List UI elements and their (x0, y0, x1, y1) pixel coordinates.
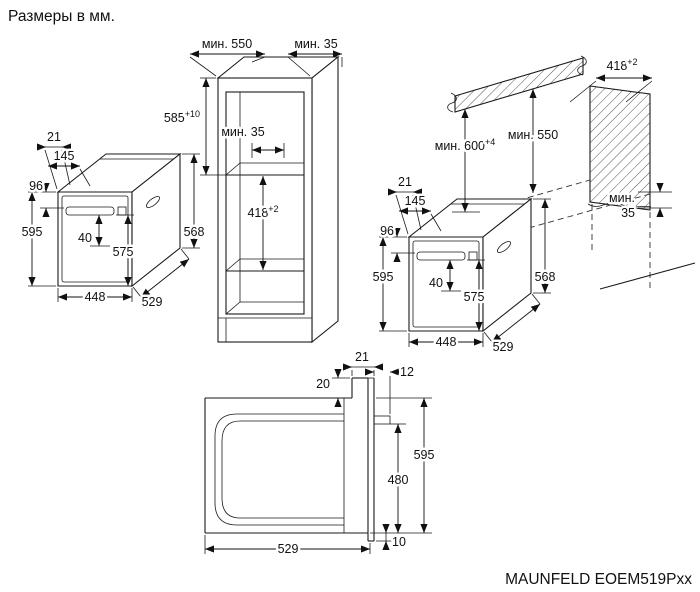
dim-side-front-height: 480 (385, 423, 411, 533)
side-view-diagram: 21 12 20 595 480 529 (204, 348, 437, 559)
dim-niche-height: 585+10 (161, 77, 226, 176)
side-bottom-gap-label: 10 (392, 535, 406, 549)
side-depth-label: 529 (278, 542, 299, 556)
dim-cabinet-top-gap-min: мин. 35 (287, 35, 343, 77)
cabinet-depth-min-label: мин. 550 (202, 37, 252, 51)
side-handle (373, 415, 391, 425)
counter-niche-height-label: мин. 600+4 (435, 137, 496, 153)
dim-side-depth: 529 (204, 535, 371, 559)
dim-cabinet-depth-min: мин. 550 (189, 35, 266, 77)
side-front-height-label: 480 (388, 473, 409, 487)
tall-cabinet-diagram: мин. 550 мин. 35 585+10 мин. 35 418+2 (161, 35, 343, 344)
dim-lower-niche-height: 418+2 (245, 176, 281, 270)
worktop-section (454, 57, 584, 113)
under-counter-dimensions: 418+2 мин. 600+4 мин. 550 мин. 35 (432, 55, 672, 223)
dim-side-handle-depth: 12 (365, 363, 416, 414)
counter-back-gap-label-2: 35 (621, 206, 635, 220)
dim-counter-back-gap: мин. 35 (607, 183, 672, 223)
lower-niche-height-label: 418+2 (247, 204, 278, 220)
dim-counter-niche-width: 418+2 (569, 55, 653, 103)
break-line-panel (587, 202, 652, 208)
niche-height-label: 585+10 (164, 109, 200, 125)
counter-depth-min-label: мин. 550 (508, 128, 558, 142)
dim-side-height: 595 (370, 397, 437, 534)
dim-side-top-clearance: 20 (314, 369, 350, 407)
cavity-outline (214, 413, 344, 526)
model-label: MAUNFELD EOEM519Pxx (505, 571, 692, 588)
dim-side-door-offset: 21 (343, 348, 383, 376)
under-counter-diagram (447, 55, 696, 290)
side-height-label: 595 (414, 448, 435, 462)
cabinet-top-gap-label: мин. 35 (294, 37, 337, 51)
oven-isometric-left (22, 130, 205, 309)
oven-isometric-right (373, 175, 556, 354)
niche-back-gap-label: мин. 35 (221, 125, 264, 139)
side-panel-section (589, 85, 651, 211)
floor-edge (599, 262, 696, 290)
counter-back-gap-label-1: мин. (609, 191, 635, 205)
dim-counter-niche-height: мин. 600+4 (432, 109, 498, 213)
cabinet-side-face (311, 55, 339, 344)
dim-niche-back-gap: мин. 35 (219, 123, 285, 158)
side-handle-depth-label: 12 (400, 365, 414, 379)
break-line-left (447, 92, 457, 113)
counter-niche-width-label: 418+2 (606, 57, 637, 73)
page-title: Размеры в мм. (8, 8, 115, 25)
dim-counter-depth-min: мин. 550 (505, 89, 561, 193)
dim-side-bottom-gap: 10 (376, 524, 408, 552)
side-view-body (204, 377, 391, 542)
side-top-clearance-label: 20 (316, 377, 330, 391)
cabinet-niche-interior (226, 92, 304, 314)
side-door-offset-label: 21 (355, 350, 369, 364)
break-line-right (577, 55, 587, 76)
cabinet-niche-opening (225, 91, 305, 315)
